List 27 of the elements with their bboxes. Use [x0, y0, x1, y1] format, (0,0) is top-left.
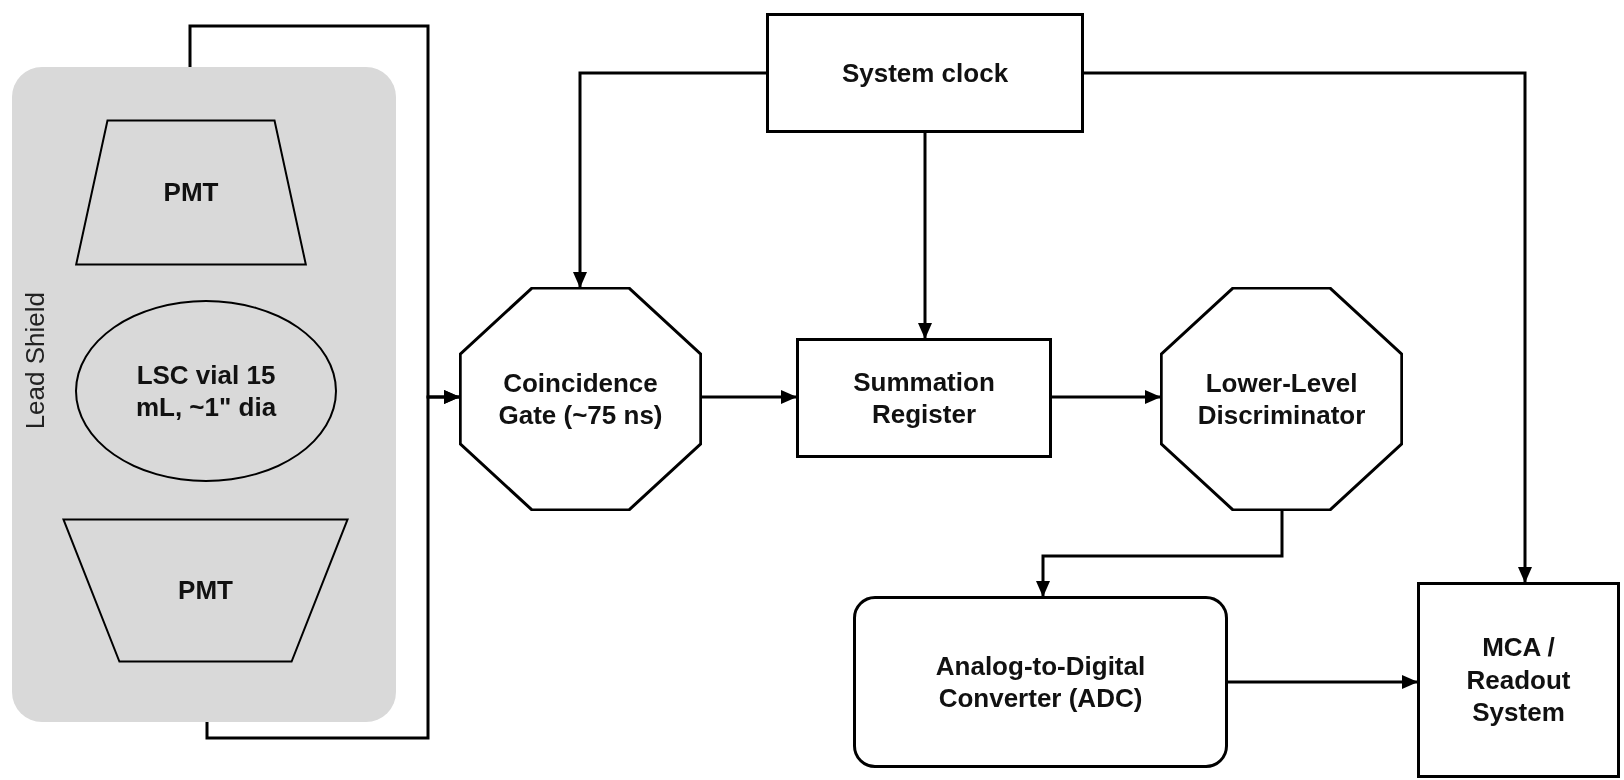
node-label: Analog-to-Digital Converter (ADC): [934, 649, 1147, 715]
arrow: [1228, 675, 1418, 689]
pmt-trapezoid: [75, 119, 307, 266]
shield-band: [12, 67, 396, 722]
node-label: PMT: [178, 574, 233, 607]
pmt-trapezoid: [62, 518, 349, 663]
node-label: Coincidence Gate (~75 ns): [497, 366, 664, 432]
process-box: [766, 13, 1084, 133]
node-label: System clock: [841, 56, 1009, 90]
arrow: [205, 390, 460, 740]
node-label: Summation Register: [852, 365, 996, 431]
process-box: [796, 338, 1052, 458]
node-label: Lower-Level Discriminator: [1196, 366, 1367, 432]
arrow: [1052, 390, 1161, 404]
arrow: [573, 71, 766, 288]
node-label: PMT: [163, 176, 219, 209]
node-label: LSC vial 15 mL, ~1" dia: [134, 358, 278, 424]
arrow: [702, 390, 797, 404]
discriminator-octagon: [1160, 287, 1403, 511]
arrow: [918, 133, 932, 339]
arrow: [1036, 511, 1284, 597]
gate-octagon: [459, 287, 702, 511]
arrow: [1084, 71, 1532, 583]
node-label: MCA / Readout System: [1465, 631, 1572, 729]
shield-label: Lead Shield: [22, 292, 48, 430]
converter-box: [853, 596, 1228, 768]
output-box: [1417, 582, 1620, 778]
